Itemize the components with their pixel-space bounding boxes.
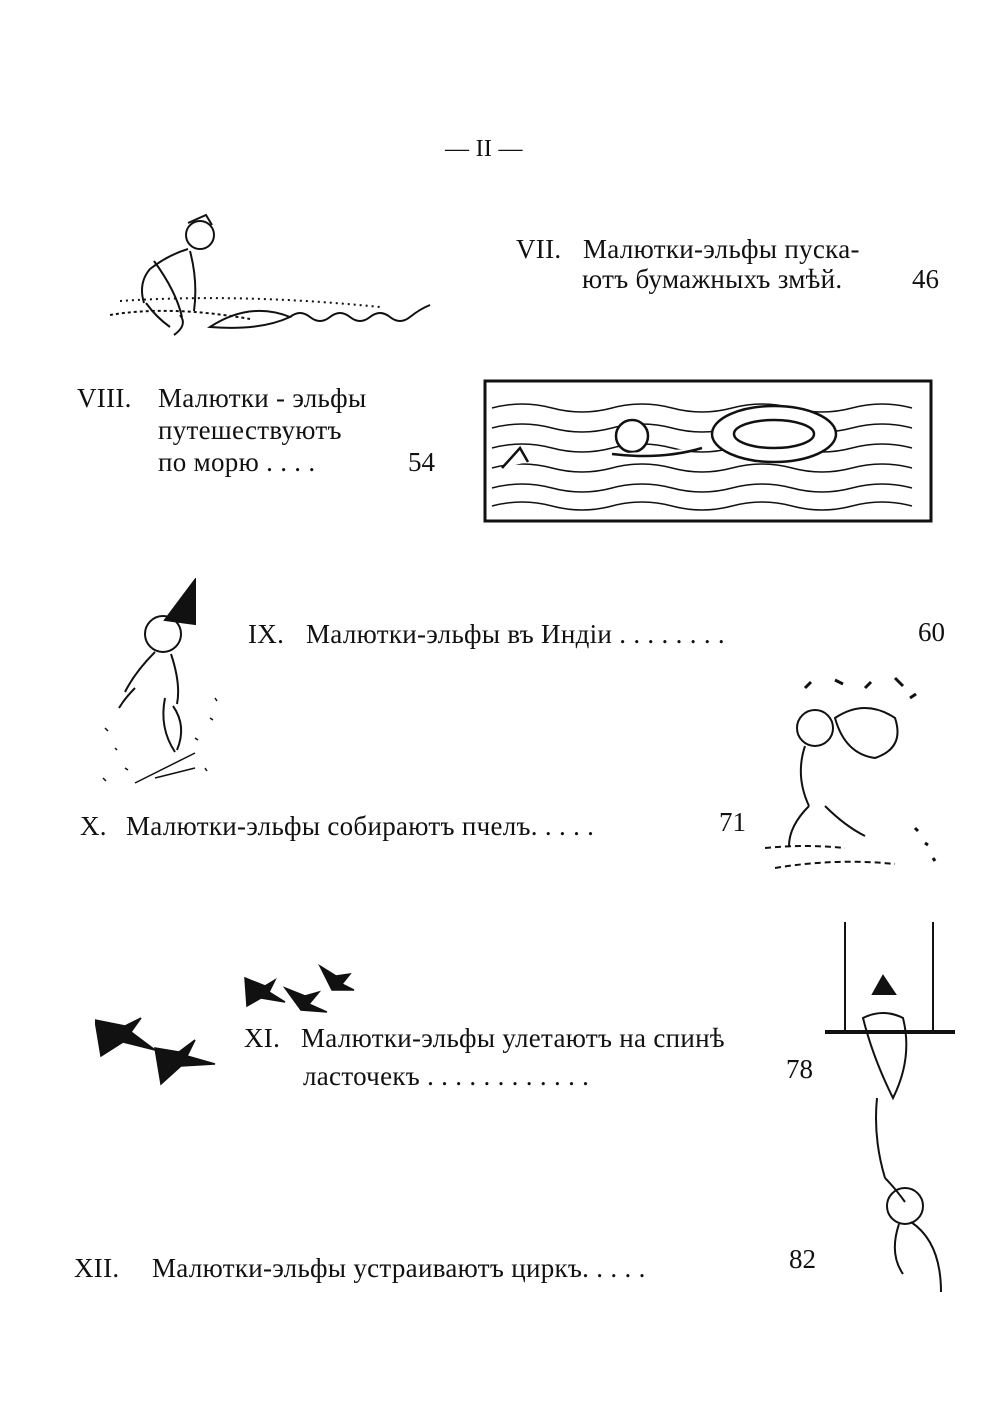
elf-bees-illustration [765,668,945,883]
toc-numeral: VIII. [77,383,132,413]
toc-page-number: 46 [912,264,939,294]
elf-kite-illustration [110,205,490,340]
toc-numeral: XII. [74,1253,120,1283]
toc-title-line: Малютки-эльфы въ Индіи . . . . . . . . [306,619,725,649]
toc-title-line: Малютки - эльфы [158,383,367,413]
toc-numeral: IX. [248,619,285,649]
toc-title-line: путешествуютъ [158,415,342,445]
toc-title-line: Малютки-эльфы улетаютъ на спинѣ [301,1023,725,1053]
toc-title-line: по морю . . . . [158,447,316,477]
toc-numeral: XI. [244,1023,281,1053]
toc-page-number: 71 [719,807,746,837]
swallows-illustration [95,958,370,1093]
toc-title-line: ютъ бумажныхъ змѣй. [582,264,843,294]
elves-at-sea-illustration [482,378,934,524]
circus-trapeze-illustration [815,922,955,1302]
toc-page-number: 82 [789,1244,816,1274]
elf-india-illustration [95,578,225,793]
toc-title-line: Малютки-эльфы устраиваютъ циркъ. . . . . [152,1253,646,1283]
toc-title-line: Малютки-эльфы пуска- [583,234,860,264]
toc-page-number: 54 [408,447,435,477]
toc-numeral: X. [80,811,107,841]
toc-numeral: VII. [516,234,562,264]
toc-title-line: ласточекъ . . . . . . . . . . . . [303,1061,590,1091]
toc-page-number: 60 [918,617,945,647]
page-header-number: — II — [445,136,523,162]
toc-title-line: Малютки-эльфы собираютъ пчелъ. . . . . [126,811,595,841]
toc-page-number: 78 [786,1054,813,1084]
